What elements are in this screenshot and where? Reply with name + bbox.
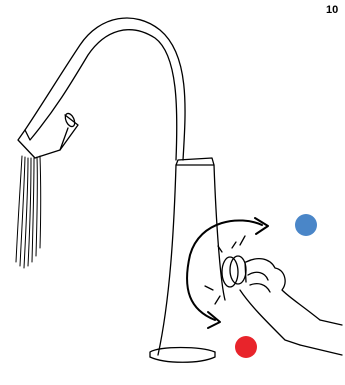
water-stream-icon xyxy=(15,155,42,269)
curved-arrow-icon xyxy=(186,217,269,329)
handle-knob-icon xyxy=(204,235,247,305)
hot-indicator-dot xyxy=(235,336,257,358)
faucet-body-icon xyxy=(149,157,226,363)
page-number: 10 xyxy=(326,4,339,16)
cold-indicator-dot xyxy=(295,214,317,236)
hand-icon xyxy=(239,257,343,356)
faucet-spout-icon xyxy=(17,17,186,161)
